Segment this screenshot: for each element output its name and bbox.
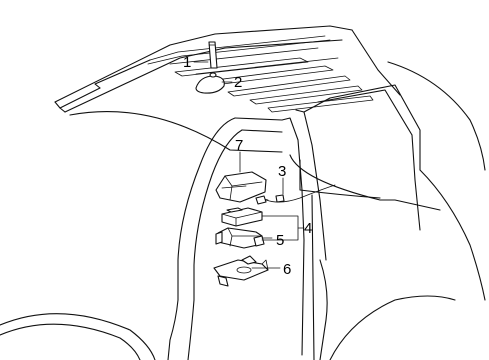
mounting-plate [213, 255, 269, 287]
callout-1: 1 [183, 54, 191, 71]
module-bracket [215, 227, 265, 249]
callout-3: 3 [278, 163, 286, 180]
connector-cable [255, 184, 336, 205]
rear-quarter [319, 61, 486, 360]
roof-rack-slats [147, 35, 374, 113]
front-door [167, 117, 283, 360]
control-module [221, 207, 263, 227]
antenna-base [195, 72, 225, 94]
side-window [289, 154, 441, 211]
receiver-module [215, 171, 267, 203]
antenna-mast [208, 41, 218, 69]
callout-5: 5 [276, 232, 284, 249]
roof-outline [54, 25, 401, 153]
front-fender [0, 313, 156, 360]
callout-7: 7 [235, 137, 243, 154]
body-pillars [281, 84, 421, 360]
leader-lines [193, 61, 305, 269]
callout-4: 4 [304, 220, 312, 237]
callout-2: 2 [234, 74, 242, 91]
callout-6: 6 [283, 261, 291, 278]
